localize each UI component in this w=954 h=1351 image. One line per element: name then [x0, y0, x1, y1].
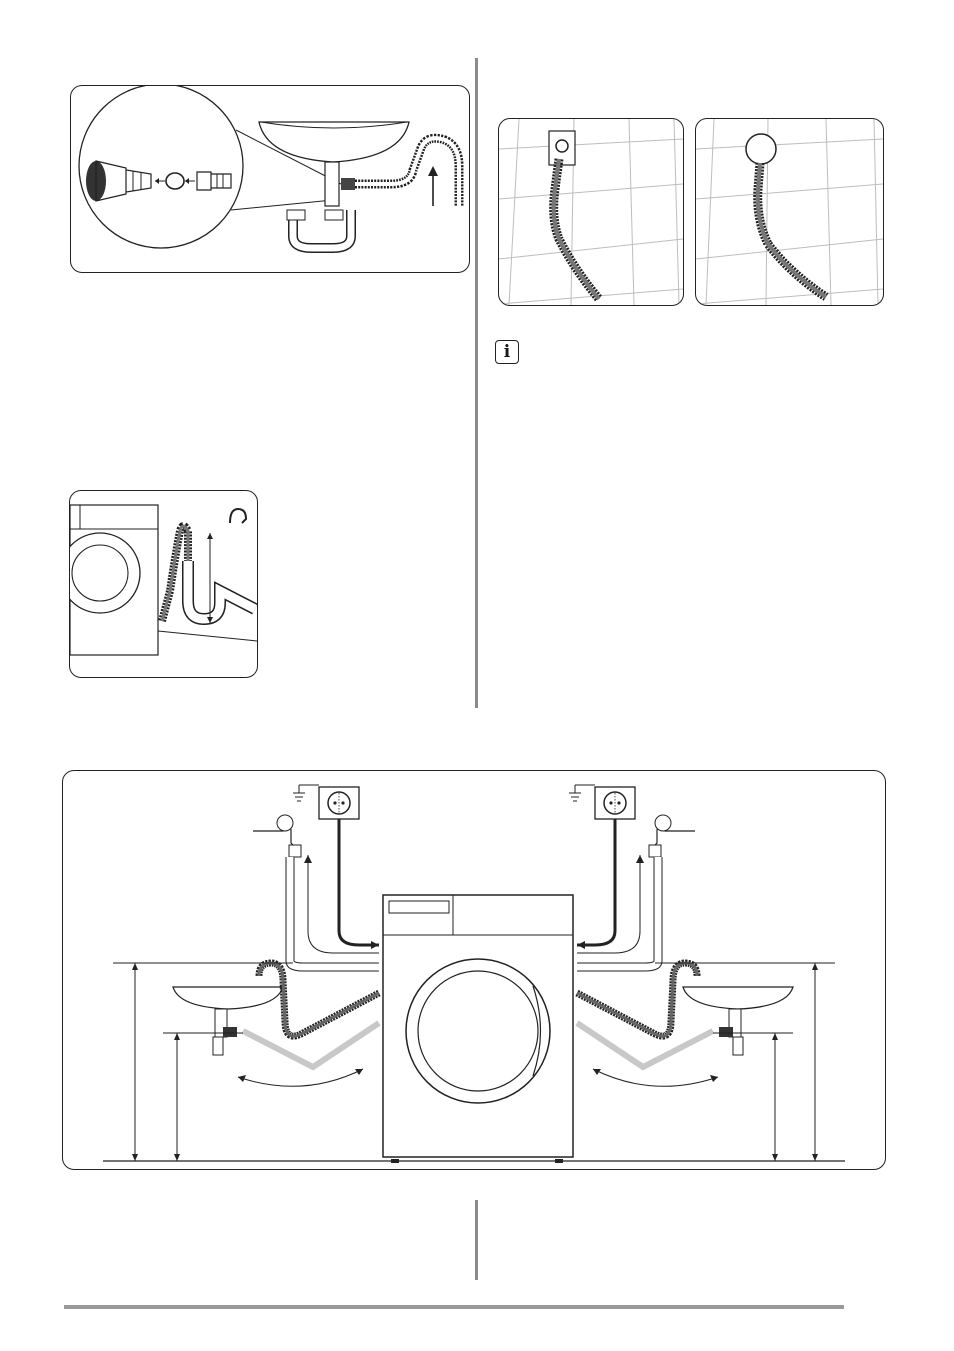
figure-wall-pipe-mount-b [695, 118, 884, 306]
hose-wall-clip-icon [499, 119, 683, 305]
standpipe-hose-icon [70, 491, 257, 677]
figure-sink-connection [70, 85, 470, 273]
figure-standpipe-height [69, 490, 258, 678]
hose-ring-guide-icon [696, 119, 883, 305]
info-icon: i [495, 340, 519, 364]
figure-installation-overview [62, 770, 886, 1170]
column-divider-bottom [475, 1200, 478, 1280]
figure-wall-pipe-mount-a [498, 118, 684, 306]
footer-rule [64, 1305, 844, 1309]
column-divider-top [475, 58, 478, 708]
sink-drain-hose-icon [71, 86, 469, 272]
washing-machine-connections-icon [63, 771, 885, 1169]
